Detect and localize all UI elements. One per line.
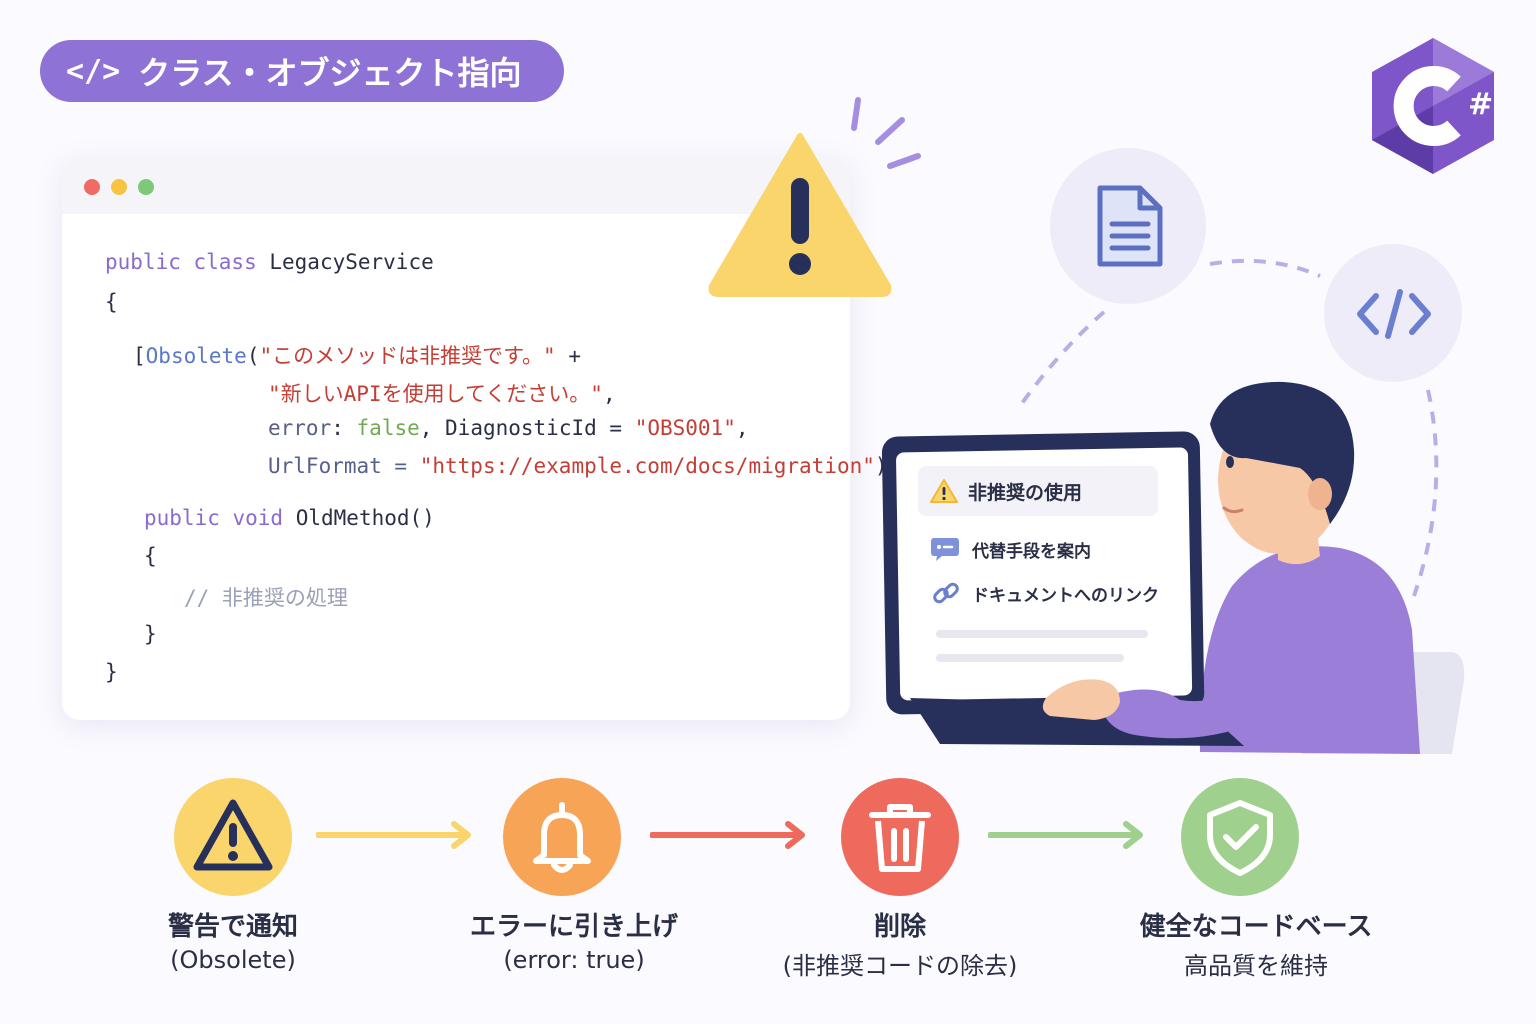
warning-icon <box>930 479 958 503</box>
csharp-hash: # <box>1468 87 1493 122</box>
minimize-dot-icon <box>111 179 127 195</box>
link-icon <box>933 582 959 604</box>
step-subtitle: 高品質を維持 <box>1184 952 1328 980</box>
param-name: UrlFormat = <box>268 454 408 478</box>
flow-arrow-3 <box>988 821 1143 849</box>
step-warn-circle <box>174 778 292 896</box>
step-subtitle: (非推奨コードの除去) <box>782 952 1018 980</box>
string-literal: "新しいAPIを使用してください。" <box>268 382 603 406</box>
keyword: public class <box>105 250 257 274</box>
code-brackets-icon <box>1357 289 1431 339</box>
step-error-circle <box>503 778 621 896</box>
maximize-dot-icon <box>138 179 154 195</box>
code-line-brace: { <box>144 544 157 568</box>
paren: ( <box>246 344 260 368</box>
alternative-guide-item[interactable]: 代替手段を案内 <box>930 536 1091 562</box>
alternative-guide-label: 代替手段を案内 <box>972 541 1091 562</box>
close-dot-icon <box>84 179 100 195</box>
step-delete-circle <box>841 778 959 896</box>
class-name: LegacyService <box>269 250 434 274</box>
warning-label: 非推奨の使用 <box>968 481 1083 504</box>
code-bubble <box>1324 244 1462 382</box>
string-literal: "このメソッドは非推奨です。" <box>259 344 556 368</box>
colon: : <box>331 416 344 440</box>
bell-icon <box>533 802 591 873</box>
code-line-brace: } <box>105 660 118 684</box>
code-line-message: "新しいAPIを使用してください。", <box>268 378 616 408</box>
string-literal: "https://example.com/docs/migration" <box>419 454 875 478</box>
document-bubble <box>1050 148 1206 304</box>
docs-link-item[interactable]: ドキュメントへのリンク <box>932 579 1159 607</box>
plus-operator: + <box>568 344 581 368</box>
connector-dashes <box>1018 258 1439 597</box>
bracket: [ <box>133 344 146 368</box>
window-titlebar <box>62 158 850 214</box>
developer-illustration <box>881 381 1465 754</box>
warning-icon <box>708 133 892 297</box>
flow-arrow-2 <box>650 821 805 849</box>
code-tag-icon: </> <box>66 53 121 89</box>
code-line-attribute: [Obsolete("このメソッドは非推奨です。" + <box>133 340 581 370</box>
string-literal: "OBS001" <box>634 416 736 440</box>
code-line-comment: // 非推奨の処理 <box>184 586 348 610</box>
csharp-logo: # <box>1372 38 1494 174</box>
method-name: OldMethod() <box>295 506 435 530</box>
step-subtitle: (error: true) <box>503 946 645 974</box>
param-name: error <box>268 416 332 440</box>
step-title: エラーに引き上げ <box>469 912 678 942</box>
trash-icon <box>869 804 931 872</box>
code-line-brace: } <box>144 622 157 646</box>
step-title: 健全なコードベース <box>1139 912 1373 942</box>
chat-icon <box>931 538 959 561</box>
code-line-url: UrlFormat = "https://example.com/docs/mi… <box>268 454 900 478</box>
keyword: public void <box>144 506 284 530</box>
code-line-method: public void OldMethod() <box>144 506 435 530</box>
alert-burst-icon <box>851 97 921 169</box>
bool-literal: false <box>356 416 420 440</box>
step-title: 警告で通知 <box>167 912 298 942</box>
step-subtitle: (Obsolete) <box>170 946 296 974</box>
page-title: クラス・オブジェクト指向 <box>138 54 522 92</box>
code-line-error: error: false, DiagnosticId = "OBS001", <box>268 416 749 440</box>
title-pill: </> クラス・オブジェクト指向 <box>40 40 564 102</box>
code-line-class: public class LegacyService <box>105 250 434 274</box>
flow-arrow-1 <box>316 821 471 849</box>
param-name: , DiagnosticId = <box>419 416 623 440</box>
shield-check-icon <box>1207 800 1273 876</box>
step-healthy-circle <box>1181 778 1299 896</box>
comma: , <box>602 382 616 406</box>
code-window: public class LegacyService { [Obsolete("… <box>62 158 900 720</box>
comma: , <box>735 416 749 440</box>
document-icon <box>1097 185 1163 267</box>
code-line-brace: { <box>105 290 118 314</box>
warning-icon <box>193 799 273 871</box>
step-title: 削除 <box>873 912 926 942</box>
deprecation-warning-item: 非推奨の使用 <box>918 466 1158 516</box>
attribute-name: Obsolete <box>145 344 247 368</box>
docs-link-label: ドキュメントへのリンク <box>972 585 1159 606</box>
